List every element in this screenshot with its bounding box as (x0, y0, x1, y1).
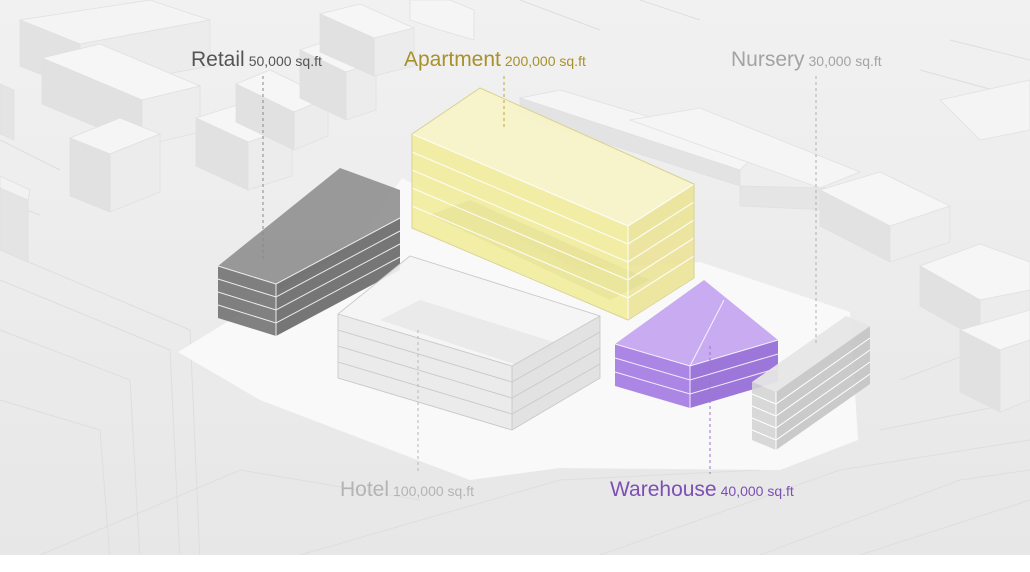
context-buildings-right (518, 79, 1030, 413)
retail-area: 50,000 sq.ft (248, 53, 322, 69)
warehouse-name: Warehouse (610, 478, 717, 501)
apartment-area: 200,000 sq.ft (504, 53, 586, 69)
warehouse-area: 40,000 sq.ft (720, 483, 794, 499)
retail-name: Retail (191, 48, 245, 71)
site-massing-scene (0, 0, 1030, 555)
nursery-name: Nursery (731, 48, 805, 71)
leader-lines (262, 76, 817, 474)
context-buildings (0, 0, 475, 263)
apartment-massing (411, 87, 695, 321)
hotel-name: Hotel (340, 478, 390, 501)
hotel-area: 100,000 sq.ft (393, 483, 474, 499)
retail-massing (217, 168, 401, 336)
apartment-name: Apartment (404, 48, 501, 71)
warehouse-massing (614, 280, 779, 408)
hotel-massing (337, 255, 601, 431)
nursery-area: 30,000 sq.ft (808, 53, 882, 69)
nursery-massing (751, 316, 871, 450)
